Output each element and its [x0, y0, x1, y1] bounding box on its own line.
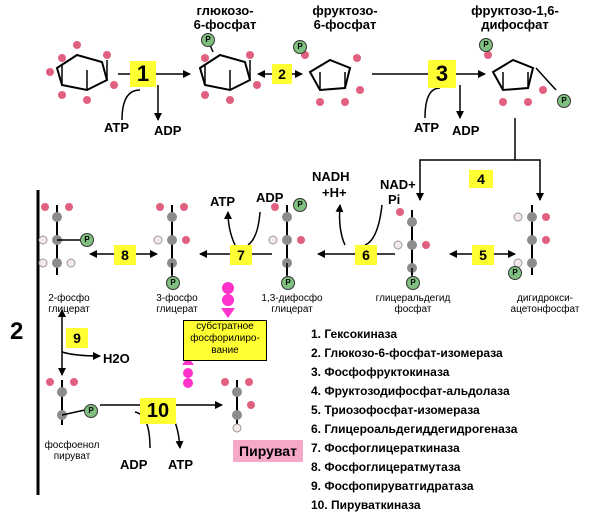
nadh-out-step-6 — [335, 204, 346, 246]
step-3-box: 3 — [428, 60, 456, 88]
cofactor-pi: Pi — [388, 192, 401, 207]
cofactor-nadh: NADH — [312, 169, 350, 184]
phosphate-icon-bpg-1: P — [293, 198, 307, 212]
label-fructose-1-6-bisphosphate: фруктозо-1,6- дифосфат — [471, 3, 559, 32]
phosphate-icon-f16bp-1: P — [479, 38, 493, 52]
glucose-molecule — [46, 41, 118, 104]
phosphate-icon-2pg: P — [80, 233, 94, 247]
pyruvate-molecule — [221, 378, 255, 433]
water-out-step-9 — [61, 351, 101, 360]
arrow-step-4-left — [416, 118, 516, 201]
step-1-box: 1 — [130, 61, 156, 87]
arrow-step-4-right — [515, 159, 544, 201]
cofactor-atp-step-3: ATP — [414, 120, 440, 135]
substrate-phosphorylation-box: субстратное фосфорилиро- вание — [183, 320, 267, 361]
phosphate-icon-bpg-2: P — [281, 276, 295, 290]
phosphate-icon-f6p: P — [293, 40, 307, 54]
atp-release-marker-1 — [221, 282, 235, 318]
step-6-box: 6 — [355, 245, 377, 265]
phosphate-icon-3pg: P — [166, 276, 180, 290]
atp-in-step-3 — [424, 87, 441, 119]
enzyme-item: 1. Гексокиназа — [311, 327, 397, 341]
label-2-phosphoglycerate: 2-фосфо глицерат — [48, 293, 90, 315]
cofactor-nadh-h: +H+ — [322, 185, 347, 200]
label-dihydroxyacetone-phosphate: дигидрокси- ацетонфосфат — [510, 293, 580, 315]
enzyme-item: 10. Пируваткиназа — [311, 498, 421, 512]
step-10-box: 10 — [140, 398, 176, 424]
atp-in-step-1 — [121, 89, 141, 121]
label-1-3-bisphosphoglycerate: 1,3-дифосфо глицерат — [261, 293, 323, 315]
cofactor-adp-step-10: ADP — [120, 457, 148, 472]
enzyme-item: 8. Фосфоглицератмутаза — [311, 460, 461, 474]
step-8-box: 8 — [114, 245, 136, 265]
pyruvate-label: Пируват — [233, 440, 303, 462]
stage-number: 2 — [10, 318, 24, 345]
enzyme-legend: 1. Гексокиназа 2. Глюкозо-6-фосфат-изоме… — [311, 325, 517, 515]
step-9-box: 9 — [66, 328, 88, 348]
cofactor-nad: NAD+ — [380, 177, 416, 192]
enzyme-item: 6. Глицероальдегиддегидрогеназа — [311, 422, 518, 436]
3-phosphoglycerate-molecule — [153, 203, 190, 280]
cofactor-atp-step-7: ATP — [210, 194, 236, 209]
enzyme-item: 9. Фосфопируватгидратаза — [311, 479, 474, 493]
label-glyceraldehyde-phosphate: глицеральдегид фосфат — [375, 293, 451, 315]
fructose-6-phosphate-molecule — [301, 51, 364, 106]
enzyme-item: 4. Фруктозодифосфат-альдолаза — [311, 384, 510, 398]
enzyme-item: 2. Глюкозо-6-фосфат-изомераза — [311, 346, 503, 360]
phosphate-icon-dhap: P — [508, 266, 522, 280]
enzyme-item: 5. Триозофосфат-изомераза — [311, 403, 480, 417]
fructose-1-6-bisphosphate-molecule — [484, 51, 557, 106]
label-glucose-6-phosphate: глюкозо- 6-фосфат — [193, 3, 257, 32]
enzyme-item: 7. Фосфоглицераткиназа — [311, 441, 460, 455]
2-phosphoglycerate-molecule — [38, 203, 80, 275]
nad-in-step-6 — [364, 204, 383, 246]
step-4-box: 4 — [469, 170, 493, 188]
glyceraldehyde-phosphate-molecule — [393, 208, 430, 280]
label-phosphoenolpyruvate: фосфоенол пируват — [44, 440, 100, 462]
step-2-box: 2 — [272, 64, 292, 84]
label-fructose-6-phosphate: фруктозо- 6-фосфат — [312, 3, 378, 32]
cofactor-adp-step-1: ADP — [154, 123, 182, 138]
phosphate-icon-pep: P — [84, 404, 98, 418]
dihydroxyacetone-phosphate-molecule — [513, 205, 550, 275]
step-7-box: 7 — [230, 245, 252, 265]
1-3-bisphosphoglycerate-molecule — [268, 203, 305, 280]
cofactor-atp-step-1: ATP — [104, 120, 130, 135]
glucose-6-phosphate-molecule — [198, 37, 261, 104]
adp-in-step-7 — [247, 211, 261, 246]
enzyme-item: 3. Фосфофруктокиназа — [311, 365, 450, 379]
label-3-phosphoglycerate: 3-фосфо глицерат — [156, 293, 198, 315]
cofactor-atp-step-10: ATP — [168, 457, 194, 472]
cofactor-adp-step-3: ADP — [452, 123, 480, 138]
cofactor-water: H2O — [103, 351, 130, 366]
phosphate-icon-gap: P — [406, 276, 420, 290]
cofactor-adp-step-7: ADP — [256, 190, 284, 205]
phosphoenolpyruvate-molecule — [46, 378, 86, 425]
atp-out-step-7 — [224, 211, 236, 246]
phosphate-icon-g6p: P — [201, 33, 215, 47]
phosphate-icon-f16bp-2: P — [557, 94, 571, 108]
atp-release-marker-2 — [182, 357, 194, 388]
step-5-box: 5 — [472, 245, 494, 265]
